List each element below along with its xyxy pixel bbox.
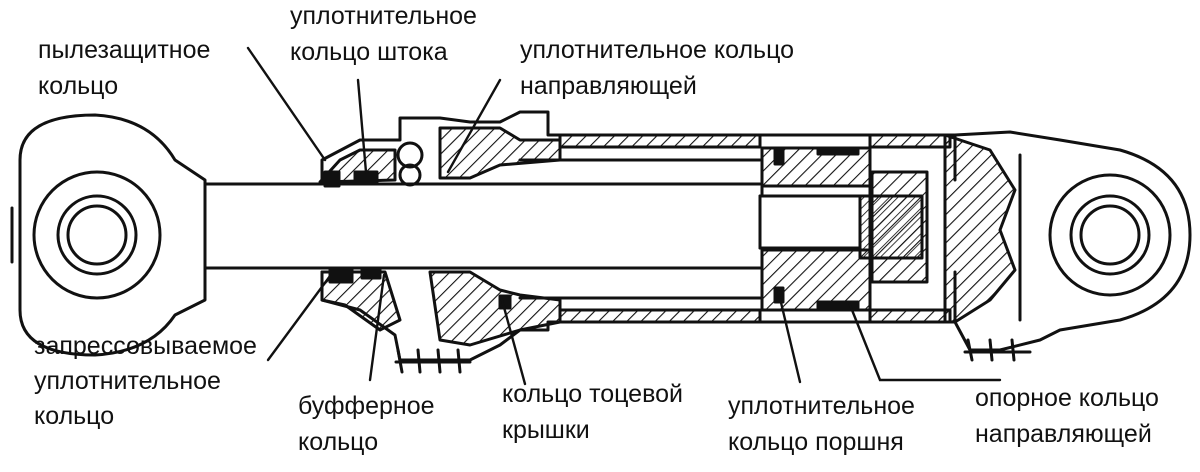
piston-rod (203, 182, 762, 270)
label-piston-seal: уплотнительное кольцо поршня (728, 392, 915, 456)
gland-lower (320, 266, 957, 374)
rod-eye (10, 113, 207, 357)
label-guide-seal: уплотнительное кольцо направляющей (520, 36, 795, 100)
leader-lines (246, 46, 1002, 386)
gland-upper (318, 110, 957, 188)
label-buffer-ring: буфферное кольцо (298, 392, 435, 456)
piston (758, 146, 929, 312)
label-end-cap-ring: кольцо тоцевой крышки (502, 380, 683, 444)
label-wiper-ring: пылезащитное кольцо (38, 36, 211, 100)
label-rod-seal: уплотнительное кольцо штока (290, 2, 477, 66)
cylinder-base (943, 130, 1192, 362)
label-press-fit-seal: запрессовываемое уплотнительное кольцо (34, 332, 257, 430)
label-guide-support-ring: опорное кольцо направляющей (975, 384, 1159, 448)
